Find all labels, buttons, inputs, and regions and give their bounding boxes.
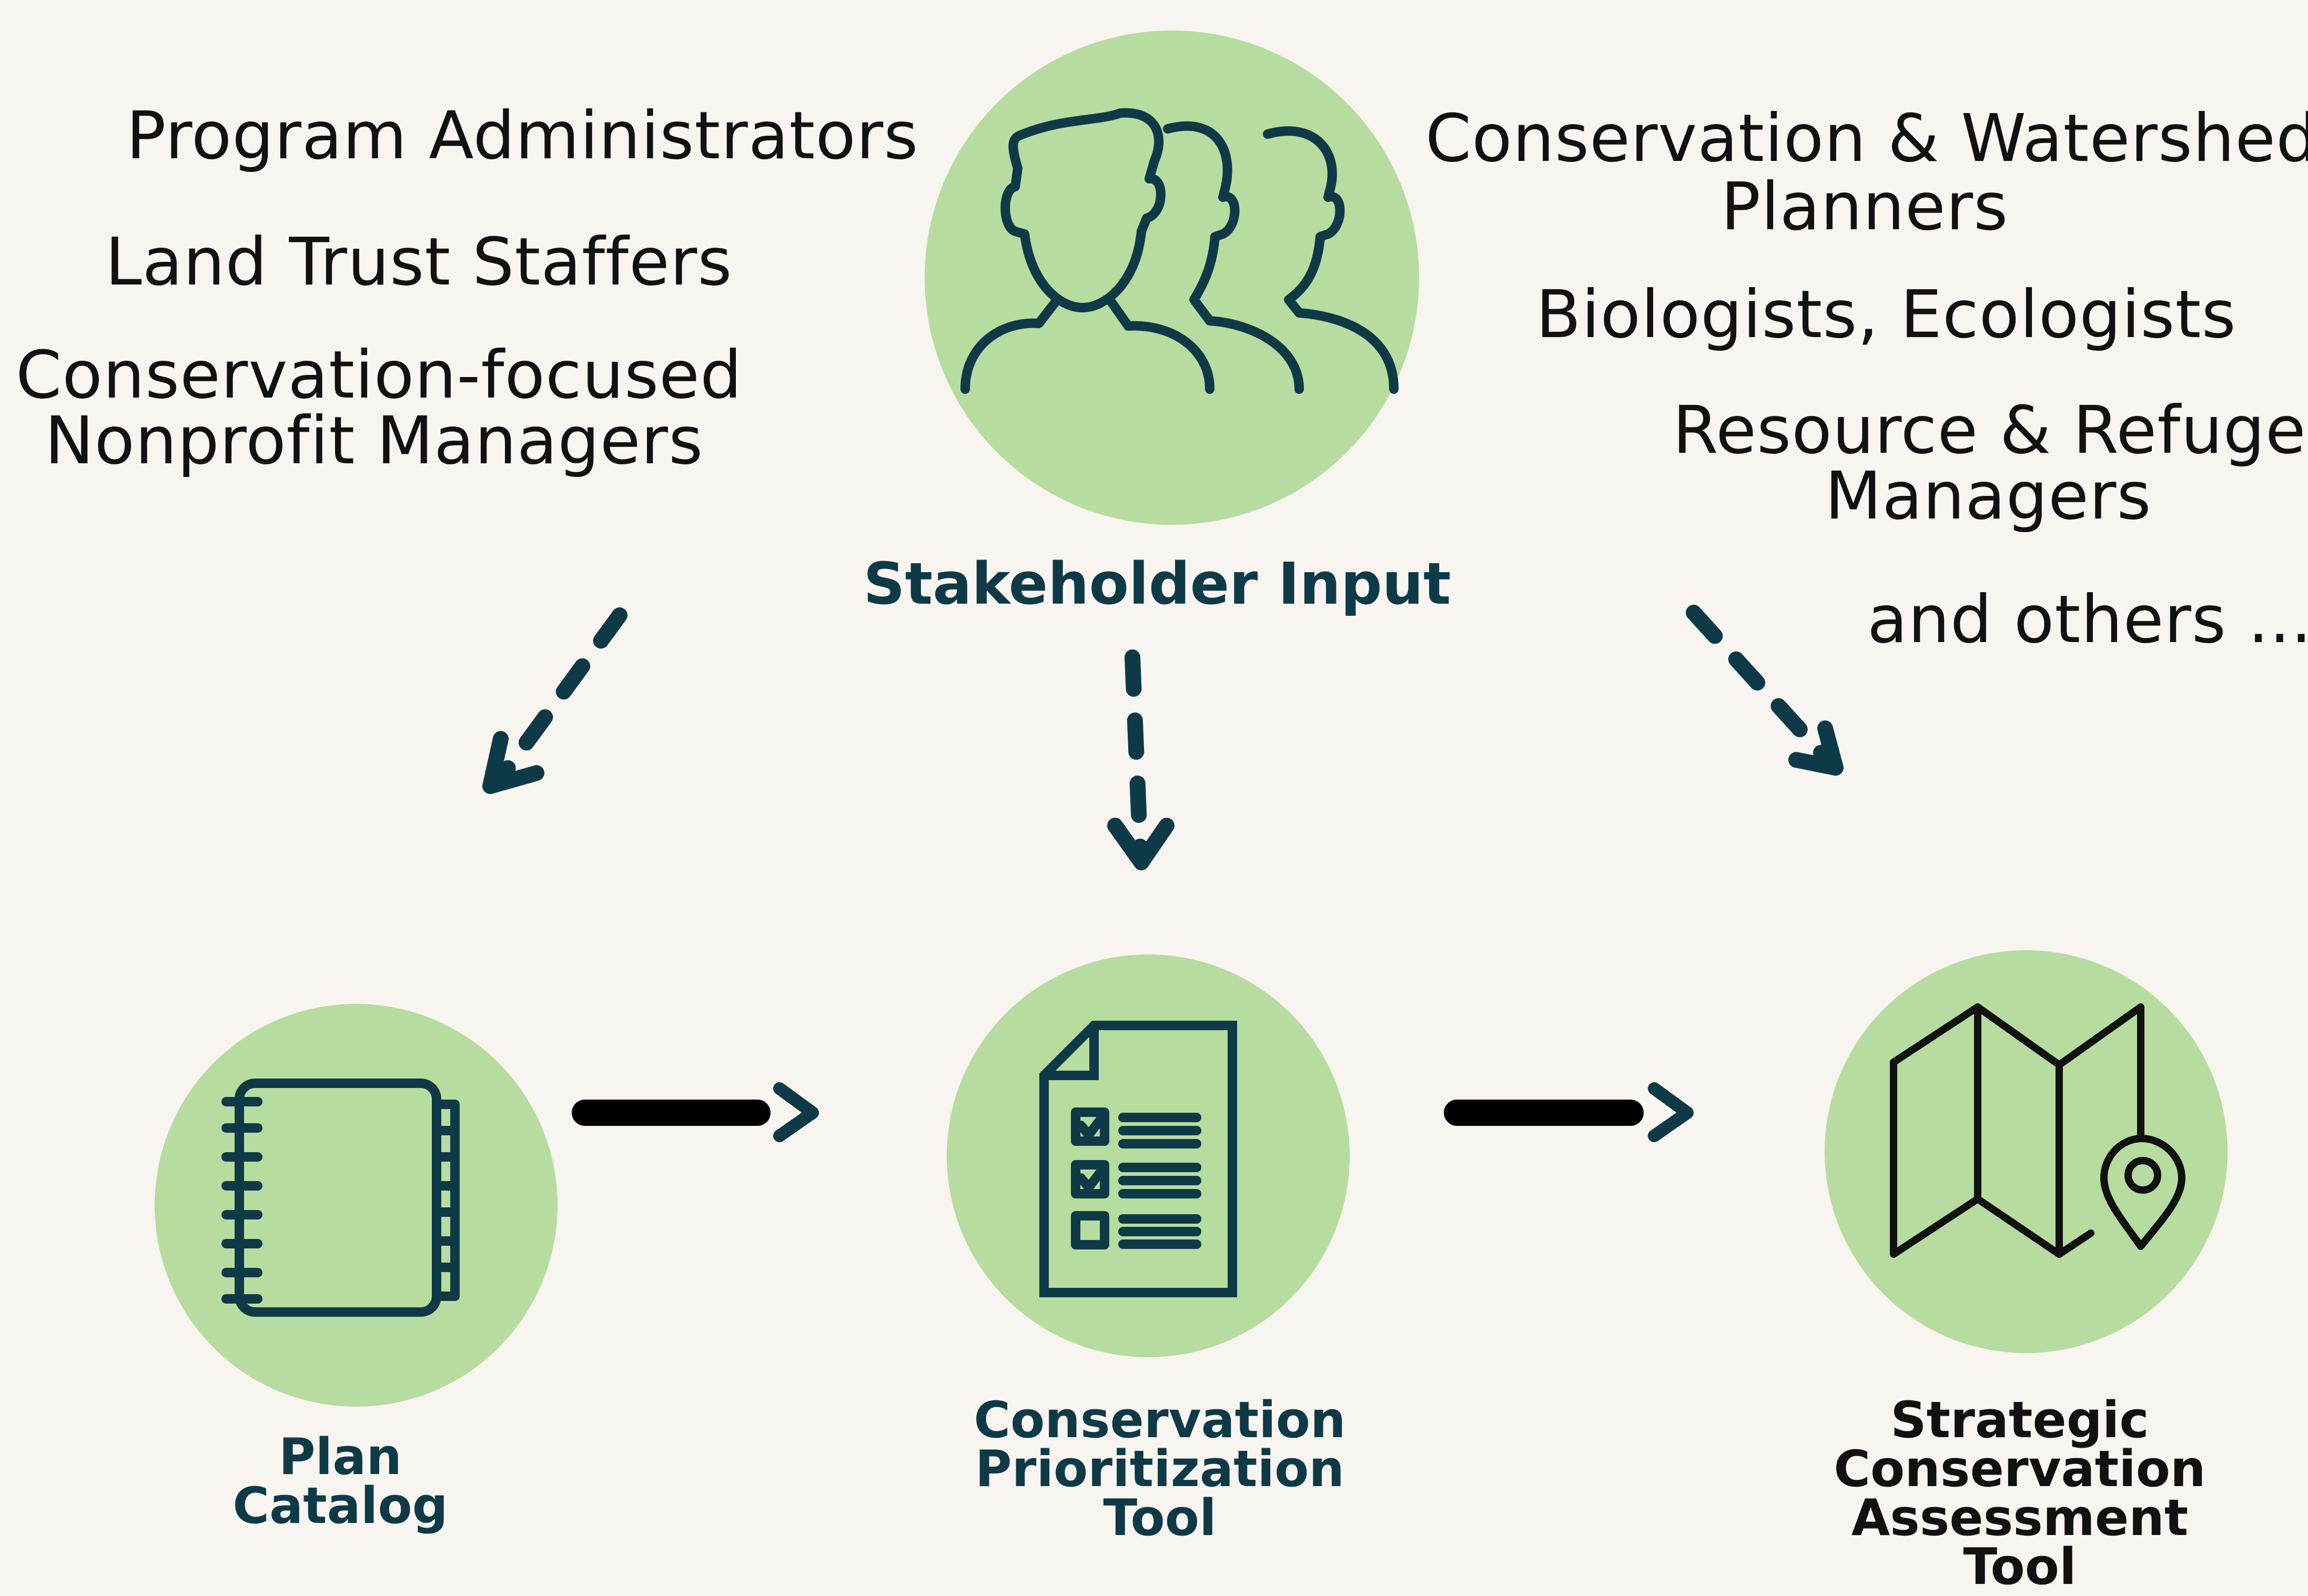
stakeholder-program-administrators: Program Administrators xyxy=(126,98,919,174)
assessment-label-line4: Tool xyxy=(1963,1538,2077,1596)
flow-arrow-1 xyxy=(572,1082,819,1142)
prioritization-label-line2: Prioritization xyxy=(975,1440,1344,1499)
assessment-label-line1: Strategic xyxy=(1890,1391,2149,1449)
prioritization-node xyxy=(947,954,1350,1357)
checklist-document-icon xyxy=(1039,1021,1237,1297)
plan-catalog-label-line2: Catalog xyxy=(232,1477,448,1536)
flow-arrow-2 xyxy=(1444,1082,1694,1142)
prioritization-label-line3: Tool xyxy=(1103,1489,1217,1548)
assessment-node xyxy=(1825,950,2228,1353)
stakeholder-node xyxy=(925,31,1419,525)
dashed-arrow-center xyxy=(1107,649,1175,870)
plan-catalog-node xyxy=(155,1004,558,1407)
plan-catalog-label: Plan Catalog xyxy=(204,1428,477,1536)
dashed-arrow-right xyxy=(1686,605,1844,776)
assessment-circle xyxy=(1825,950,2228,1353)
stakeholder-conservation-focused: Conservation-focused xyxy=(16,337,743,413)
stakeholder-biologists-ecologists: Biologists, Ecologists xyxy=(1536,277,2236,353)
stakeholder-circle xyxy=(925,31,1419,525)
stakeholder-managers: Managers xyxy=(1825,458,2152,534)
stakeholder-planners: Planners xyxy=(1720,169,2009,245)
dashed-arrow-left xyxy=(482,607,627,794)
assessment-label-line2: Conservation xyxy=(1834,1440,2206,1499)
stakeholder-resource-refuge: Resource & Refuge xyxy=(1673,392,2306,469)
assessment-tool-label: Strategic Conservation Assessment Tool xyxy=(1783,1391,2256,1596)
stakeholder-input-title: Stakeholder Input xyxy=(863,550,1451,617)
people-group-icon xyxy=(960,108,1399,394)
stakeholder-conservation-watershed: Conservation & Watershed xyxy=(1425,100,2308,177)
prioritization-tool-label: Conservation Prioritization Tool xyxy=(923,1391,1396,1548)
assessment-label-line3: Assessment xyxy=(1851,1489,2189,1548)
folded-map-pin-icon xyxy=(1890,1003,2185,1258)
stakeholder-nonprofit-managers: Nonprofit Managers xyxy=(45,403,704,479)
stakeholder-and-others: and others ... xyxy=(1867,582,2308,658)
stakeholder-land-trust-staffers: Land Trust Staffers xyxy=(105,224,733,300)
prioritization-label-line1: Conservation xyxy=(974,1391,1346,1449)
notebook-icon xyxy=(221,1079,460,1317)
plan-catalog-circle xyxy=(155,1004,558,1407)
plan-catalog-label-line1: Plan xyxy=(279,1428,402,1486)
